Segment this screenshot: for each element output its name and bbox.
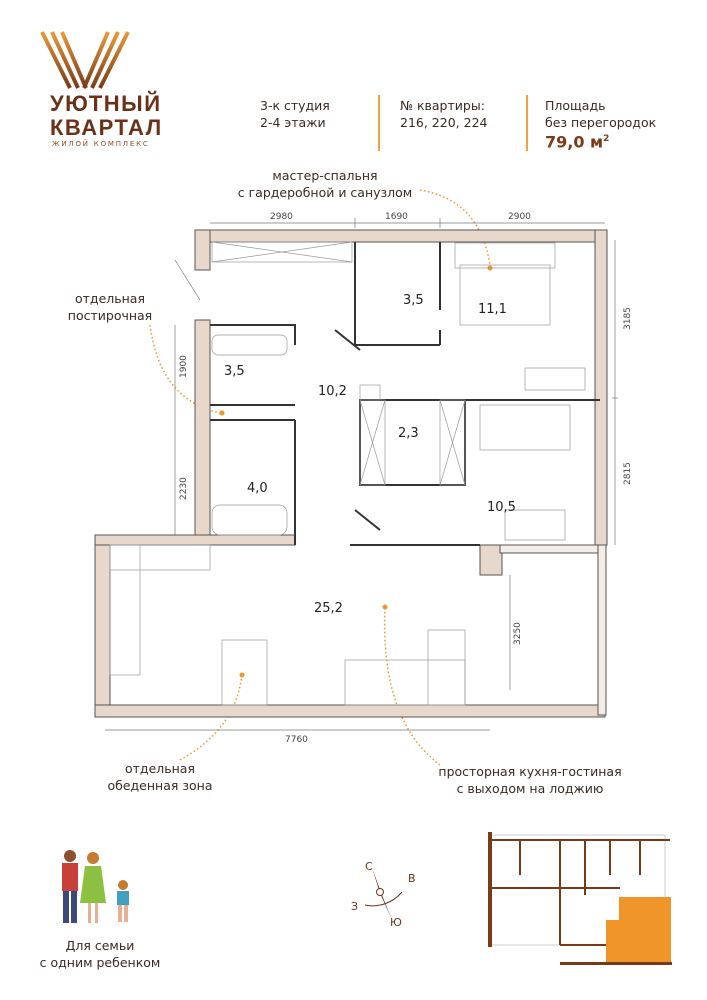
- dim-loggia: 3250: [513, 622, 523, 645]
- logo-line1: УЮТНЫЙ: [50, 91, 162, 116]
- svg-text:Ю: Ю: [390, 916, 402, 929]
- dim-right-1: 3185: [623, 307, 633, 330]
- apartment-type: 3-к студия 2-4 этажи: [260, 97, 330, 131]
- area-info: Площадь без перегородок 79,0 м2: [545, 97, 656, 150]
- apartment-numbers: № квартиры: 216, 220, 224: [400, 97, 487, 131]
- dim-bottom: 7760: [285, 735, 308, 745]
- apartment-highlight: [606, 897, 671, 962]
- apt-numbers: 216, 220, 224: [400, 115, 488, 130]
- dim-left-1: 1900: [179, 355, 189, 378]
- callout-lines: [149, 189, 491, 766]
- furniture: [109, 241, 586, 706]
- building-location-plan: [488, 832, 672, 965]
- dim-top-2: 1690: [385, 212, 408, 222]
- svg-text:З: З: [351, 900, 358, 913]
- dim-right-2: 2815: [623, 462, 633, 485]
- logo-text: УЮТНЫЙ КВАРТАЛ: [50, 92, 163, 140]
- room-master-bath-area: 3,5: [403, 293, 424, 308]
- partitions: [210, 242, 600, 546]
- area-label-2: без перегородок: [545, 115, 657, 130]
- floors-label: 2-4 этажи: [260, 115, 326, 130]
- area-label: Площадь: [545, 98, 606, 113]
- room-bath-area: 4,0: [247, 481, 268, 496]
- dimension-lines: [105, 218, 618, 731]
- compass-icon: С В З Ю: [351, 860, 416, 929]
- room-areas: 3,5 11,1 3,5 10,2 2,3 4,0 10,5 25,2: [224, 293, 516, 616]
- divider: [526, 95, 528, 151]
- family-icon: [62, 850, 129, 923]
- apt-label: № квартиры:: [400, 98, 485, 113]
- dim-left-2: 2230: [179, 477, 189, 500]
- dimensions: 2980 1690 2900 1900 2230 3185 2815 3250 …: [179, 212, 633, 745]
- logo-line2: КВАРТАЛ: [50, 115, 163, 140]
- area-value: 79,0 м2: [545, 132, 610, 152]
- logo-mark: [40, 31, 130, 89]
- room-bedroom2-area: 10,5: [487, 500, 516, 515]
- dim-top-1: 2980: [270, 212, 293, 222]
- type-label: 3-к студия: [260, 98, 330, 113]
- dim-top-3: 2900: [508, 212, 531, 222]
- room-closet-area: 2,3: [398, 426, 419, 441]
- svg-text:В: В: [408, 872, 416, 885]
- room-hall-area: 10,2: [318, 384, 347, 399]
- logo-subtitle: ЖИЛОЙ КОМПЛЕКС: [52, 140, 150, 148]
- walls: [94, 229, 608, 718]
- room-master-bedroom-area: 11,1: [478, 302, 507, 317]
- room-laundry-area: 3,5: [224, 364, 245, 379]
- room-living-area: 25,2: [314, 601, 343, 616]
- divider: [378, 95, 380, 151]
- svg-text:С: С: [365, 860, 373, 873]
